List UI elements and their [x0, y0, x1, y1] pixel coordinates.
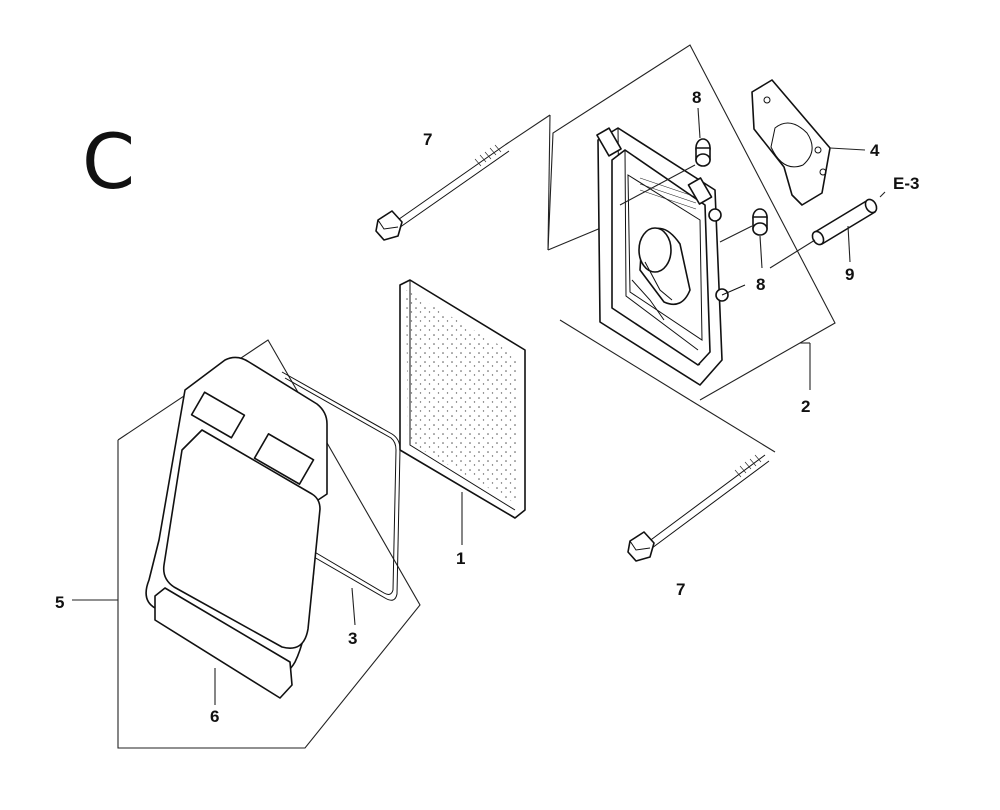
collar-part-8-bottom [719, 208, 768, 269]
callout-2: 2 [801, 397, 810, 416]
callout-8-top: 8 [692, 88, 701, 107]
callout-e3: E-3 [893, 174, 919, 193]
callout-8-bottom: 8 [756, 275, 765, 294]
bolt-part-7-bottom [627, 454, 770, 562]
callout-6: 6 [210, 707, 219, 726]
cover-assembly-bracket [117, 339, 421, 749]
tube-part-9 [769, 191, 886, 269]
gasket-part-4 [751, 79, 866, 206]
air-cleaner-case-part-2 [596, 127, 811, 390]
collar-part-8-top [619, 107, 711, 206]
callout-4: 4 [870, 141, 880, 160]
foam-element-part-1 [399, 279, 526, 545]
callout-3: 3 [348, 629, 357, 648]
seal-part-3 [254, 371, 401, 626]
section-letter: C [82, 117, 135, 206]
callout-5: 5 [55, 593, 64, 612]
bolt-part-7-top [375, 114, 551, 251]
callout-9: 9 [845, 265, 854, 284]
callout-7-bottom: 7 [676, 580, 685, 599]
callout-1: 1 [456, 549, 465, 568]
cover-part-6 [145, 356, 328, 705]
callout-7-top: 7 [423, 130, 432, 149]
